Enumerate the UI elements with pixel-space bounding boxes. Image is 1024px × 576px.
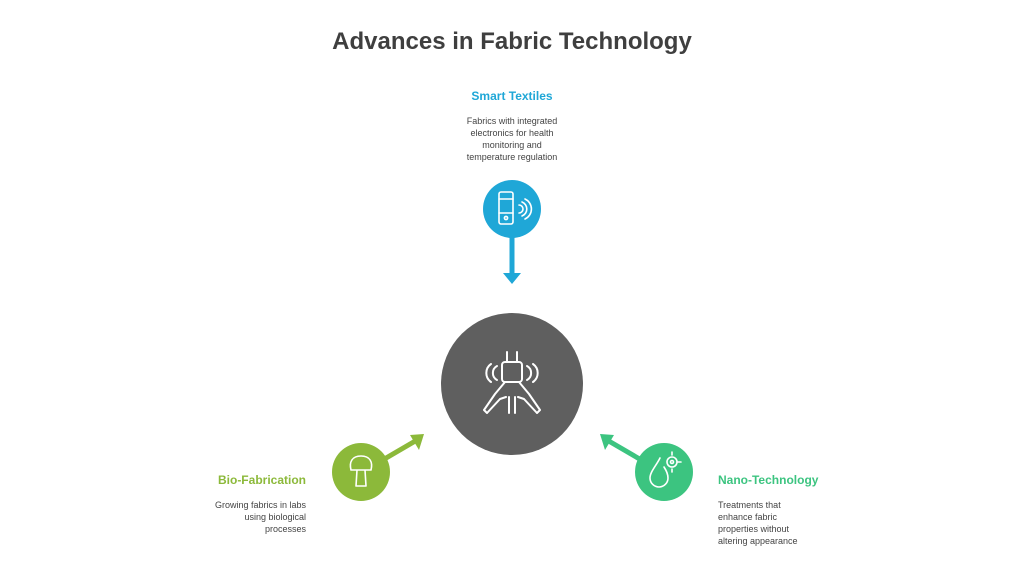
description-line: Growing fabrics in labs (214, 500, 306, 510)
description-line: Fabrics with integrated (466, 116, 558, 126)
mushroom-icon (349, 455, 373, 487)
smart-arrowhead (503, 273, 521, 284)
bio-node-circle (332, 443, 390, 501)
bio-fabrication-heading: Bio-Fabrication (217, 473, 306, 487)
bio-fabrication-description: Growing fabrics in labs using biological… (106, 499, 306, 535)
nano-technology-heading: Nano-Technology (718, 473, 819, 487)
nano-arrowhead (600, 434, 614, 450)
nano-node-circle (635, 443, 693, 501)
description-line: temperature regulation (466, 152, 558, 162)
description-line: processes (264, 524, 306, 534)
description-line: properties without (718, 524, 790, 534)
description-line: enhance fabric (718, 512, 778, 522)
hub-circle (441, 313, 583, 455)
description-line: monitoring and (482, 140, 542, 150)
smart-textiles-description: Fabrics with integrated electronics for … (412, 115, 612, 163)
description-line: Treatments that (718, 500, 781, 510)
nano-connector (605, 437, 645, 464)
bio-connector (379, 437, 419, 464)
smartphone-wireless-icon (498, 191, 533, 225)
description-line: altering appearance (718, 536, 798, 546)
description-line: electronics for health (470, 128, 554, 138)
robotic-claw-icon (483, 351, 541, 414)
page-title: Advances in Fabric Technology (332, 28, 692, 55)
nano-technology-description: Treatments that enhance fabric propertie… (718, 499, 918, 547)
bio-arrowhead (410, 434, 424, 450)
description-line: using biological (244, 512, 306, 522)
smart-textiles-heading: Smart Textiles (471, 89, 553, 103)
smart-node-circle (483, 180, 541, 238)
droplet-molecule-icon (649, 451, 682, 488)
